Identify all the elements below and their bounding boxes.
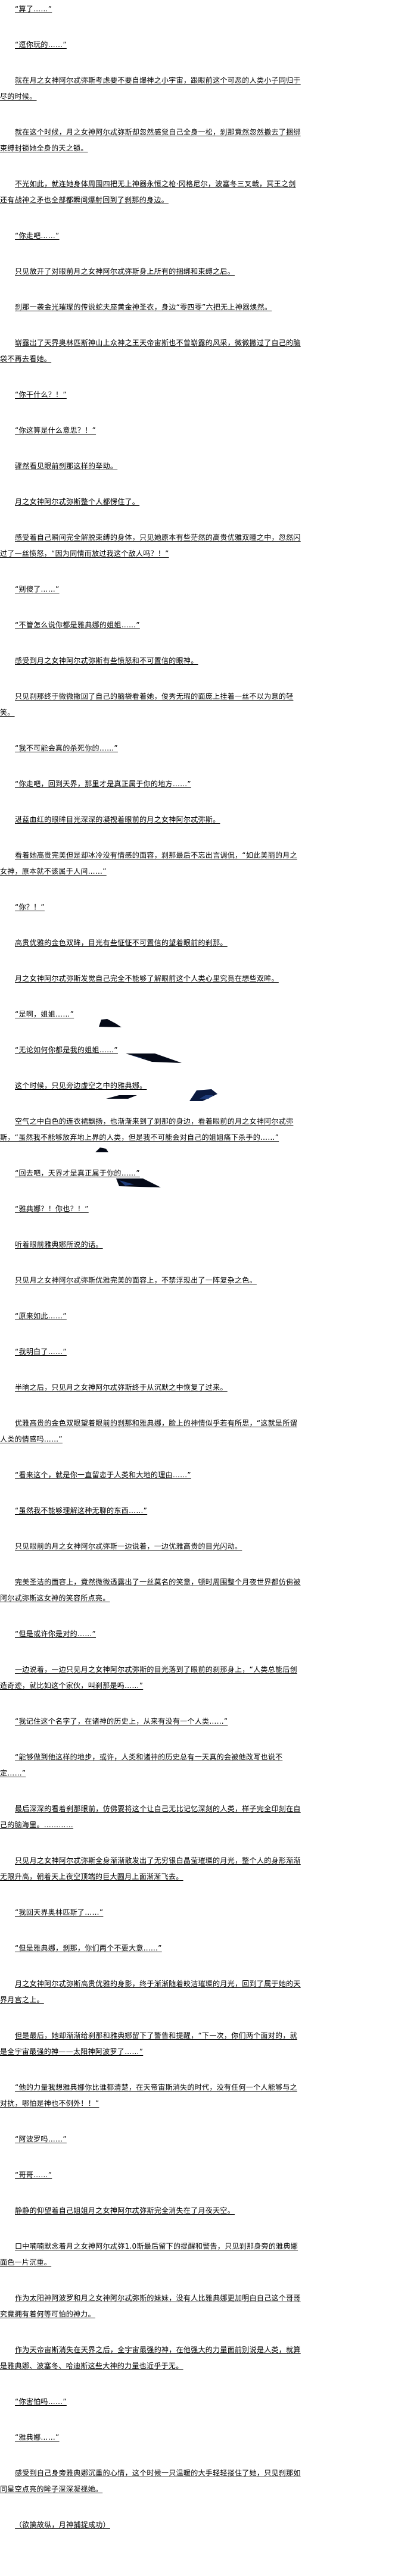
paragraph: 半晌之后，只见月之女神阿尔忒弥斯终于从沉默之中恢复了过来。 [15,1383,228,1392]
paragraph: “你？！” [15,903,45,911]
paragraph: “你走吧，回到天界，那里才是真正属于你的地方……” [15,780,191,788]
paragraph: “但是或许你是对的……” [15,1630,97,1638]
paragraph: “无论如何你都是我的姐姐……” [15,1046,118,1054]
paragraph: 月之女神阿尔忒弥斯高贵优雅的身影，终于渐渐随着皎洁璀璨的月光，回到了属于她的天界… [0,1980,301,2004]
paragraph: 湛蓝血红的眼眸目光深深的凝视着眼前的月之女神阿尔忒弥斯。 [15,815,220,824]
paragraph: 一边说着，一边只见月之女神阿尔忒弥斯的目光落到了眼前的刹那身上，“人类总能后创造… [0,1665,297,1690]
paragraph: 崭露出了天界奥林匹斯神山上众神之王天帝宙斯也不曾崭露的风采，微微撇过了自己的脑袋… [0,339,301,363]
paragraph: “别傻了……” [15,585,60,593]
paragraph: 不光如此，就连她身体周围四把无上神器永恒之枪·冈格尼尔，波塞冬三叉戟，冥王之剑还… [0,180,296,204]
paragraph: “虽然我不能够理解这种无聊的东西……” [15,1506,148,1515]
paragraph: “阿波罗吗……” [15,2135,67,2143]
paragraph: 只见放开了对眼前月之女神阿尔忒弥斯身上所有的捆绑和束缚之后。 [15,267,235,276]
paragraph: 最后深深的看着刹那眼前，仿佛要将这个让自己无比记忆深刻的人类，样子完全印刻在自己… [0,1805,301,1829]
paragraph: “原来如此……” [15,1312,67,1320]
paragraph: “你走吧……” [15,232,60,240]
paragraph: “我不可能会真的杀死你的……” [15,744,118,752]
paragraph: 月之女神阿尔忒弥斯发觉自己完全不能够了解眼前这个人类心里究竟在想些双眸。 [15,974,279,983]
paragraph: “我记住这个名字了，在诸神的历史上，从来有没有一个人类……” [15,1717,228,1725]
paragraph: 作为天帝宙斯消失在天界之后，全宇宙最强的神，在他强大的力量面前别说是人类，就算是… [0,2346,301,2370]
paragraph: “你干什么？！” [15,390,67,399]
paragraph: 看着她高贵完美但是却冰冷没有情感的面容，刹那最后不忘出言调侃，“如此美丽的月之女… [0,851,297,876]
paragraph: “不管怎么说你都是雅典娜的姐姐……” [15,621,140,629]
paragraph: 口中喃喃默念着月之女神阿尔忒弥1.0斯最后留下的提醒和警告，只见刹那身旁的雅典娜… [0,2242,298,2266]
paragraph: 骤然看见眼前刹那这样的举动。 [15,462,118,470]
paragraph: 刹那一袭金光璀璨的传说蛇夫座黄金神圣衣，身边“零四零”六把无上神器焕然。 [15,303,272,311]
paragraph: “我明白了……” [15,1348,67,1356]
paragraph: 只见眼前的月之女神阿尔忒弥斯一边说着，一边优雅高贵的目光闪动。 [15,1542,242,1550]
paragraph: “逗你玩的……” [15,40,67,49]
paragraph: 静静的仰望着自己姐姐月之女神阿尔忒弥斯完全消失在了月夜天空。 [15,2206,235,2215]
paragraph: 月之女神阿尔忒弥斯整个人都愣住了。 [15,498,140,506]
paragraph: “他的力量我想雅典娜你比谁都清楚，在天帝宙斯消失的时代，没有任何一个人能够与之对… [0,2083,297,2108]
paragraph: “是啊，姐姐……” [15,1010,74,1018]
paragraph: 作为太阳神阿波罗和月之女神阿尔忒弥斯的妹妹，没有人比雅典娜更加明白自己这个哥哥究… [0,2294,301,2318]
paragraph: “你这算是什么意思？！” [15,426,97,434]
paragraph: “哥哥……” [15,2171,52,2179]
paragraph: 就在这个时候，月之女神阿尔忒弥斯却忽然感觉自己全身一松，刹那竟然忽然撤去了捆绑束… [0,128,301,152]
paragraph: “回去吧，天界才是真正属于你的……” [15,1169,140,1177]
paragraph: 只见月之女神阿尔忒弥斯优雅完美的面容上，不禁浮现出了一阵复杂之色。 [15,1276,257,1284]
paragraph: 只见月之女神阿尔忒弥斯全身渐渐散发出了无穷银白晶莹璀璨的月光，整个人的身形渐渐无… [0,1856,301,1881]
paragraph: 听着眼前雅典娜所说的话。 [15,1240,103,1249]
article-body: “算了……” “逗你玩的……” 就在月之女神阿尔忒弥斯考虑要不要自爆神之小宇宙，跟眼… [0,5,301,2529]
paragraph: “算了……” [15,5,52,13]
paragraph: 感受到月之女神阿尔忒弥斯有些愤怒和不可置信的眼神。 [15,656,198,665]
paragraph: “但是雅典娜，刹那，你们两个不要大意……” [15,1944,162,1952]
paragraph: “雅典娜？！你也？！” [15,1205,89,1213]
paragraph: 就在月之女神阿尔忒弥斯考虑要不要自爆神之小宇宙，跟眼前这个可恶的人类小子同归于尽… [0,76,301,101]
paragraph: “你害怕吗……” [15,2397,67,2406]
paragraph: 感受到自己身旁雅典娜沉重的心情，这个时候一只温暖的大手轻轻搂住了她，只见刹那如同… [0,2469,301,2493]
paragraph: “能够做到他这样的地步，或许，人类和诸神的历史总有一天真的会被他改写也说不定……… [0,1753,283,1777]
paragraph: 完美圣洁的面容上，竟然微微透露出了一丝莫名的笑意，顿时周围整个月夜世界都仿佛被阿… [0,1578,301,1602]
paragraph: “我回天界奥林匹斯了……” [15,1908,104,1917]
paragraph: 优雅高贵的金色双眼望着眼前的刹那和雅典娜，脸上的神情似乎若有所思，“这就是所谓人… [0,1419,297,1443]
paragraph: “看来这个，就是你一直留恋于人类和大地的理由……” [15,1471,191,1479]
paragraph: 空气之中白色的连衣裙飘扬，也渐渐来到了刹那的身边，看着眼前的月之女神阿尔忒弥斯，… [0,1117,294,1142]
paragraph: （欲擒故纵，月神捕捉成功） [15,2521,110,2529]
paragraph: “雅典娜……” [15,2433,60,2441]
paragraph: 高贵优雅的金色双眸，目光有些怔怔不可置信的望着眼前的刹那。 [15,939,228,947]
paragraph: 只见刹那终于微微撇回了自己的脑袋看着她，俊秀无瑕的面庞上挂着一丝不以为意的轻笑。 [0,692,294,717]
paragraph: 但是最后，她却渐渐给刹那和雅典娜留下了警告和提醒，“下一次，你们两个面对的，就是… [0,2031,297,2056]
paragraph: 这个时候，只见旁边虚空之中的雅典娜。 [15,1081,147,1090]
paragraph: 感受着自己瞬间完全解脱束缚的身体，只见她原本有些茫然的高贵优雅双瞳之中，忽然闪过… [0,533,301,558]
